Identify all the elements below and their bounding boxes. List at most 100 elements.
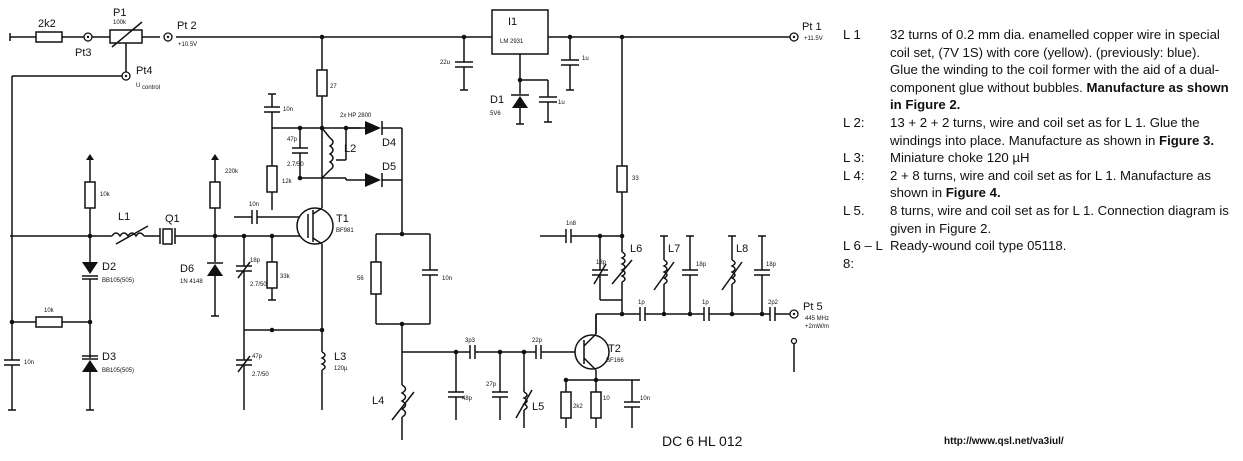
inductor-l8 xyxy=(730,259,736,285)
p1-label: P1 xyxy=(113,7,126,19)
c-22u-label: 22u xyxy=(440,60,450,66)
d3-ref: D3 xyxy=(102,351,116,363)
r-12k-label: 12k xyxy=(282,179,293,185)
resistor-10 xyxy=(590,391,602,419)
inductor-l3 xyxy=(320,351,326,371)
r-220k-label: 220k xyxy=(225,169,239,175)
resistor-33 xyxy=(616,165,628,193)
coil-note-tag: L 2: xyxy=(843,114,865,130)
c-3p3-label: 3p3 xyxy=(465,338,476,344)
q1-label: Q1 xyxy=(165,213,180,225)
c-18p-label-c: 18p xyxy=(696,262,707,268)
source-url: http://www.qsl.net/va3iul/ xyxy=(944,436,1064,447)
d6-part: 1N 4148 xyxy=(180,279,203,285)
potentiometer-p1 xyxy=(109,29,143,44)
regulator-ic xyxy=(491,9,549,55)
pt1-sub: +11.5V xyxy=(804,36,823,42)
coil-note-line: 13 + 2 + 2 turns, wire and coil set as f… xyxy=(890,114,1214,148)
resistor-2k2b xyxy=(560,391,572,419)
inductor-l6 xyxy=(620,251,626,283)
c-1p-label-a: 1p xyxy=(638,300,645,306)
r-10k-b-label: 10k xyxy=(44,308,55,314)
c-10n-label-b: 10n xyxy=(249,202,259,208)
pt5-sub-freq: 445 MHz xyxy=(805,316,829,322)
l5-label: L5 xyxy=(532,401,544,413)
c-18p-label-a: 18p xyxy=(250,258,261,264)
pt5-label: Pt 5 xyxy=(803,301,823,313)
c-10n-label-a: 10n xyxy=(283,107,293,113)
junction-dots xyxy=(9,34,765,383)
l1-label: L1 xyxy=(118,211,130,223)
diode-d6 xyxy=(207,264,223,276)
l6-label: L6 xyxy=(630,243,642,255)
coil-note-tag: L 6 – L 8: xyxy=(843,238,883,271)
c-10n-label-e: 10n xyxy=(640,396,650,402)
varactor-d3 xyxy=(82,360,98,372)
t2-part: BF166 xyxy=(606,358,624,364)
coil-note-line: 32 turns of 0.2 mm dia. enamelled copper… xyxy=(890,27,1220,60)
r-10k-a-label: 10k xyxy=(100,192,111,198)
t2-ref: T2 xyxy=(608,343,621,355)
coil-note: L 4:2 + 8 turns, wire and coil set as fo… xyxy=(843,167,1241,202)
r-2k2b-label: 2k2 xyxy=(573,404,583,410)
coil-note-line: Glue the winding to the coil former with… xyxy=(890,62,1229,113)
c-18p-label-b: 18p xyxy=(596,260,607,266)
c-2p2-label: 2p2 xyxy=(768,300,779,306)
resistor-2k2 xyxy=(35,31,63,43)
c-1n8-label: 1n8 xyxy=(566,221,577,227)
top-rail xyxy=(9,21,790,48)
l2-label: L2 xyxy=(344,143,356,155)
transistor-t1 xyxy=(296,207,334,245)
r-27-label: 27 xyxy=(330,84,337,90)
c-27p-label: 27p xyxy=(486,382,497,388)
c-1p-label-b: 1p xyxy=(702,300,709,306)
diode-d4 xyxy=(365,121,381,135)
c-10n-label-c: 10n xyxy=(24,360,34,366)
t1-ref: T1 xyxy=(336,213,349,225)
r-33k-label: 33k xyxy=(280,274,291,280)
inductor-l2 xyxy=(328,137,334,171)
varactor-d2 xyxy=(82,262,98,274)
d3-part: BB105(505) xyxy=(102,368,134,374)
coil-note-text: 2 + 8 turns, wire and coil set as for L … xyxy=(890,167,1241,202)
l8-label: L8 xyxy=(736,243,748,255)
resistor-10k-a xyxy=(84,181,96,209)
resistor-27 xyxy=(316,69,328,97)
r-56-label: 56 xyxy=(357,276,364,282)
resistor-220k xyxy=(209,181,221,209)
pt4-sub-control: control xyxy=(142,85,160,91)
inductor-l5 xyxy=(522,391,528,411)
c-47p-label-b: 47p xyxy=(252,354,263,360)
resistor-10k-b xyxy=(35,316,63,328)
coil-note: L 3:Miniature choke 120 µH xyxy=(843,149,1241,167)
d4-ref: D4 xyxy=(382,137,396,149)
t1-part: BF981 xyxy=(336,228,354,234)
pt2-sub: +10.5V xyxy=(178,42,197,48)
trim-a-label: 2.7/50 xyxy=(287,162,304,168)
l4-label: L4 xyxy=(372,395,384,407)
coil-note: L 2: 13 + 2 + 2 turns, wire and coil set … xyxy=(843,114,1241,149)
c-22p-label: 22p xyxy=(532,338,543,344)
inductor-l4 xyxy=(400,384,407,418)
transistor-t2 xyxy=(574,334,610,370)
inductor-l7 xyxy=(662,259,668,285)
c-1u-label-b: 1u xyxy=(558,100,565,106)
ic-part: LM 2931 xyxy=(500,39,524,45)
d6-ref: D6 xyxy=(180,263,194,275)
inductor-l1 xyxy=(111,232,145,238)
coil-note-tag: L 3: xyxy=(843,150,865,166)
pt3-label: Pt3 xyxy=(75,47,92,59)
l3-label: L3 xyxy=(334,351,346,363)
trim-c-label: 2.7/50 xyxy=(252,372,269,378)
l7-label: L7 xyxy=(668,243,680,255)
d2-ref: D2 xyxy=(102,261,116,273)
l3-value: 120µ xyxy=(334,366,348,372)
diode-d5 xyxy=(365,173,381,187)
d2-part: BB105(505) xyxy=(102,278,134,284)
d1-part: 5V6 xyxy=(490,111,501,117)
coil-note-text: 8 turns, wire and coil set as for L 1. C… xyxy=(890,202,1241,237)
coil-note-line: Ready-wound coil type 05118. xyxy=(890,238,1067,254)
pt4-sub: U xyxy=(136,83,140,89)
